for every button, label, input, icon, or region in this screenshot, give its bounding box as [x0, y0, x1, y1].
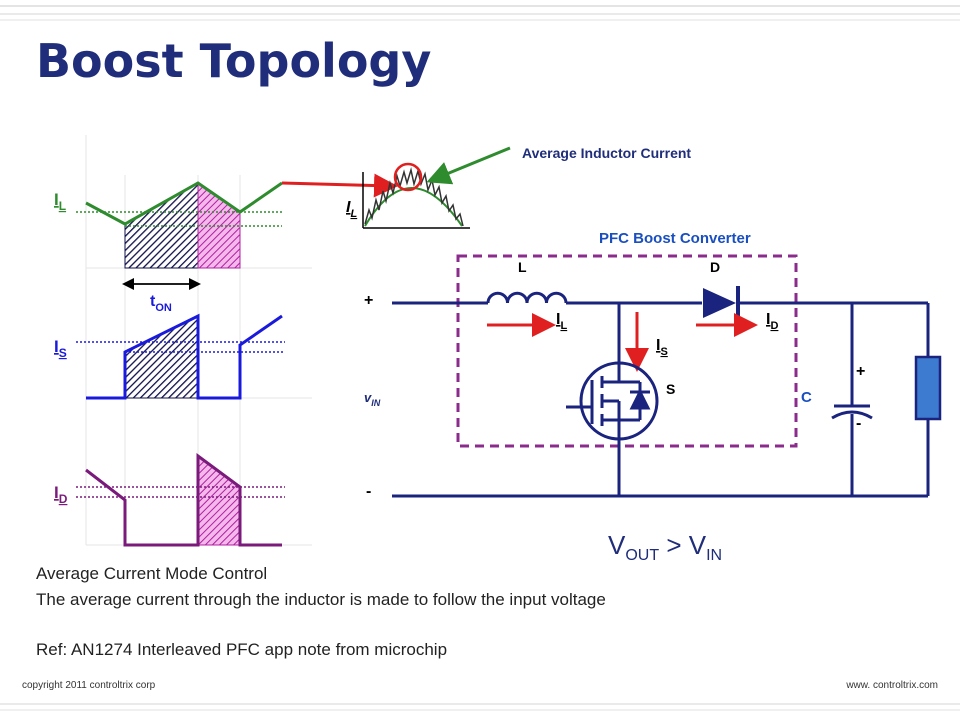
is-ton-area [124, 315, 199, 399]
inset-ripple-trace [364, 167, 464, 227]
mosfet-symbol [566, 361, 659, 441]
caption-ref: Ref: AN1274 Interleaved PFC app note fro… [36, 640, 448, 659]
id-waveform: ID [54, 453, 285, 547]
input-plus: + [364, 292, 373, 309]
is-trace [86, 313, 283, 400]
cap-plus: + [856, 363, 865, 380]
switch-label: S [666, 381, 675, 397]
vin-label: vIN [364, 390, 381, 408]
inset-highlight-circle [393, 162, 423, 192]
diode-label: D [710, 259, 720, 275]
inductor-symbol [486, 291, 568, 304]
id-area [197, 455, 241, 546]
top-decoration-bar [0, 5, 960, 21]
zoom-arrow [281, 173, 398, 198]
is-label: IS [54, 337, 67, 360]
capacitor-label: C [801, 389, 812, 406]
footer-copyright: copyright 2011 controltrix corp [22, 680, 156, 691]
ton-label: tON [150, 293, 172, 314]
inductor-label: L [518, 259, 527, 275]
caption-line-2: The average current through the inductor… [36, 590, 606, 609]
inset-plot: IL Average Inductor Current [346, 145, 691, 229]
circuit-il-label: IL [556, 311, 567, 332]
id-trace [85, 453, 282, 547]
boost-circuit: PFC Boost Converter L D IL ID IS [364, 230, 942, 564]
inset-annotation: Average Inductor Current [522, 145, 691, 161]
vout-vin-relation: VOUT > VIN [608, 530, 722, 564]
id-label: ID [54, 483, 68, 506]
footer-website: www. controltrix.com [846, 680, 938, 691]
load-resistor [914, 355, 942, 421]
is-waveform: IS [54, 313, 285, 400]
il-label: IL [54, 190, 66, 213]
pfc-box-title: PFC Boost Converter [599, 230, 751, 247]
il-trace [85, 181, 283, 226]
pfc-dashed-box [456, 254, 798, 448]
capacitor-symbol [831, 404, 873, 420]
diode-symbol [703, 286, 740, 320]
waveform-panel: IL tON IS ID [54, 135, 312, 547]
circuit-is-label: IS [656, 337, 668, 358]
cap-minus: - [856, 415, 861, 432]
slide-title: Boost Topology [36, 34, 432, 88]
inset-pointer-arrow [426, 146, 511, 185]
ton-marker: tON [122, 278, 201, 314]
il-waveform: IL [54, 181, 283, 269]
circuit-id-label: ID [766, 311, 778, 332]
inset-il-label: IL [346, 199, 357, 220]
bottom-decoration-bar [0, 703, 960, 711]
input-minus: - [366, 483, 371, 500]
caption-line-1: Average Current Mode Control [36, 564, 268, 583]
circuit-wires [392, 301, 930, 498]
